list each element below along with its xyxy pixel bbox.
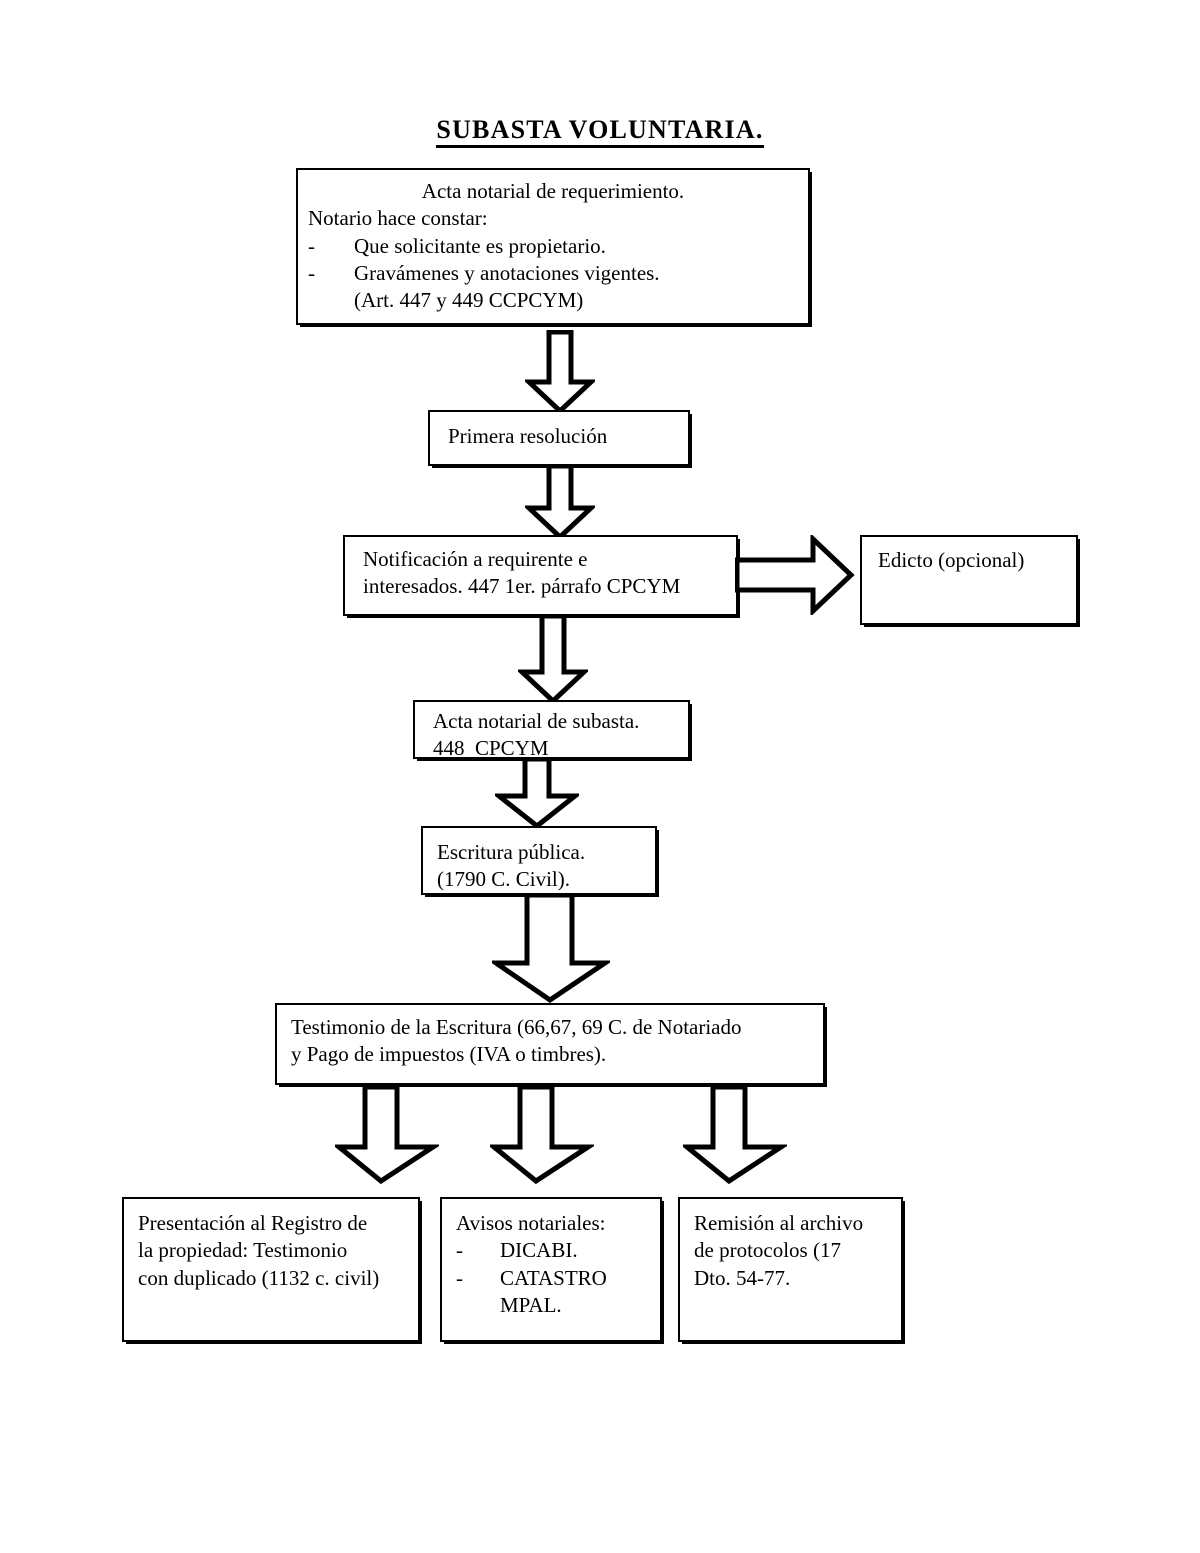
archivo-line-2: de protocolos (17 bbox=[694, 1238, 841, 1263]
notificacion-line-1: Notificación a requirente e bbox=[363, 547, 588, 571]
edicto-line-1: Edicto (opcional) bbox=[878, 548, 1025, 572]
page-title-text: SUBASTA VOLUNTARIA. bbox=[436, 115, 764, 148]
registro-line-3: con duplicado (1132 c. civil) bbox=[138, 1265, 380, 1290]
notificacion-line-2: interesados. 447 1er. párrafo CPCYM bbox=[363, 574, 681, 599]
avisos-bullet-1-text: DICABI. bbox=[500, 1238, 578, 1263]
archivo-line-1: Remisión al archivo bbox=[694, 1211, 864, 1235]
registro-line-1: Presentación al Registro de bbox=[138, 1211, 368, 1235]
node-notificacion-requirente: Notificación a requirente e interesados.… bbox=[343, 535, 738, 616]
acta-line-3-text: (Art. 447 y 449 CCPCYM) bbox=[354, 288, 584, 313]
node-edicto-opcional: Edicto (opcional) bbox=[860, 535, 1078, 625]
arrow-acta-to-primera bbox=[525, 330, 595, 414]
node-primera-resolucion: Primera resolución bbox=[428, 410, 690, 466]
avisos-bullet-2: - CATASTRO bbox=[456, 1265, 650, 1292]
acta-subasta-line-2: 448 CPCYM bbox=[433, 736, 549, 761]
acta-bullet-2-text: Gravámenes y anotaciones vigentes. bbox=[354, 260, 660, 285]
arrow-testimonio-to-archivo bbox=[683, 1087, 787, 1185]
node-presentacion-registro-propiedad: Presentación al Registro de la propiedad… bbox=[122, 1197, 420, 1342]
acta-bullet-1-dash: - bbox=[308, 233, 315, 258]
arrow-down-shape bbox=[490, 1087, 594, 1185]
node-acta-notarial-subasta: Acta notarial de subasta. 448 CPCYM bbox=[413, 700, 690, 761]
arrow-testimonio-to-registro bbox=[335, 1087, 439, 1185]
avisos-bullet-2-dash: - bbox=[456, 1265, 463, 1290]
escritura-line-2: (1790 C. Civil). bbox=[437, 867, 571, 892]
arrow-down-shape bbox=[683, 1087, 787, 1185]
avisos-bullet-2-text: CATASTRO bbox=[500, 1265, 607, 1290]
arrow-down-shape bbox=[525, 466, 595, 540]
arrow-primera-to-notificacion bbox=[525, 466, 595, 540]
archivo-line-3: Dto. 54-77. bbox=[694, 1265, 791, 1290]
arrow-notificacion-to-edicto bbox=[735, 535, 855, 615]
acta-bullet-2-dash: - bbox=[308, 260, 315, 285]
arrow-notificacion-to-acta-subasta bbox=[518, 616, 588, 704]
acta-line-1: Acta notarial de requerimiento. bbox=[421, 179, 685, 203]
arrow-down-shape bbox=[335, 1087, 439, 1185]
acta-bullet-1-text: Que solicitante es propietario. bbox=[354, 233, 606, 258]
arrow-down-shape bbox=[495, 759, 579, 829]
testimonio-line-1: Testimonio de la Escritura (66,67, 69 C.… bbox=[291, 1015, 742, 1039]
avisos-bullet-1-dash: - bbox=[456, 1238, 463, 1263]
avisos-bullet-1: - DICABI. bbox=[456, 1237, 650, 1264]
escritura-line-1: Escritura pública. bbox=[437, 840, 586, 864]
node-escritura-publica: Escritura pública. (1790 C. Civil). bbox=[421, 826, 657, 895]
avisos-line-2-text: MPAL. bbox=[500, 1292, 562, 1317]
arrow-down-shape bbox=[525, 330, 595, 414]
arrow-acta-subasta-to-escritura bbox=[495, 759, 579, 829]
node-avisos-notariales: Avisos notariales: - DICABI. - CATASTRO MP… bbox=[440, 1197, 662, 1342]
node-testimonio-escritura: Testimonio de la Escritura (66,67, 69 C.… bbox=[275, 1003, 825, 1085]
page-title: SUBASTA VOLUNTARIA. bbox=[0, 115, 1200, 148]
testimonio-line-2: y Pago de impuestos (IVA o timbres). bbox=[291, 1042, 607, 1067]
primera-line-1: Primera resolución bbox=[448, 424, 608, 448]
arrow-right-shape bbox=[735, 535, 855, 615]
avisos-line-1: Avisos notariales: bbox=[456, 1211, 606, 1235]
arrow-down-shape bbox=[492, 895, 610, 1003]
acta-line-3: (Art. 447 y 449 CCPCYM) bbox=[308, 287, 798, 314]
acta-bullet-2: - Gravámenes y anotaciones vigentes. bbox=[308, 260, 798, 287]
node-remision-archivo-protocolos: Remisión al archivo de protocolos (17 Dt… bbox=[678, 1197, 903, 1342]
registro-line-2: la propiedad: Testimonio bbox=[138, 1238, 348, 1263]
acta-subasta-line-1: Acta notarial de subasta. bbox=[433, 709, 640, 733]
arrow-escritura-to-testimonio bbox=[492, 895, 610, 1003]
node-acta-notarial-requerimiento: Acta notarial de requerimiento. Notario … bbox=[296, 168, 810, 325]
acta-bullet-1: - Que solicitante es propietario. bbox=[308, 233, 798, 260]
arrow-testimonio-to-avisos bbox=[490, 1087, 594, 1185]
acta-line-2: Notario hace constar: bbox=[308, 206, 488, 231]
arrow-down-shape bbox=[518, 616, 588, 704]
avisos-line-2: MPAL. bbox=[456, 1292, 650, 1319]
